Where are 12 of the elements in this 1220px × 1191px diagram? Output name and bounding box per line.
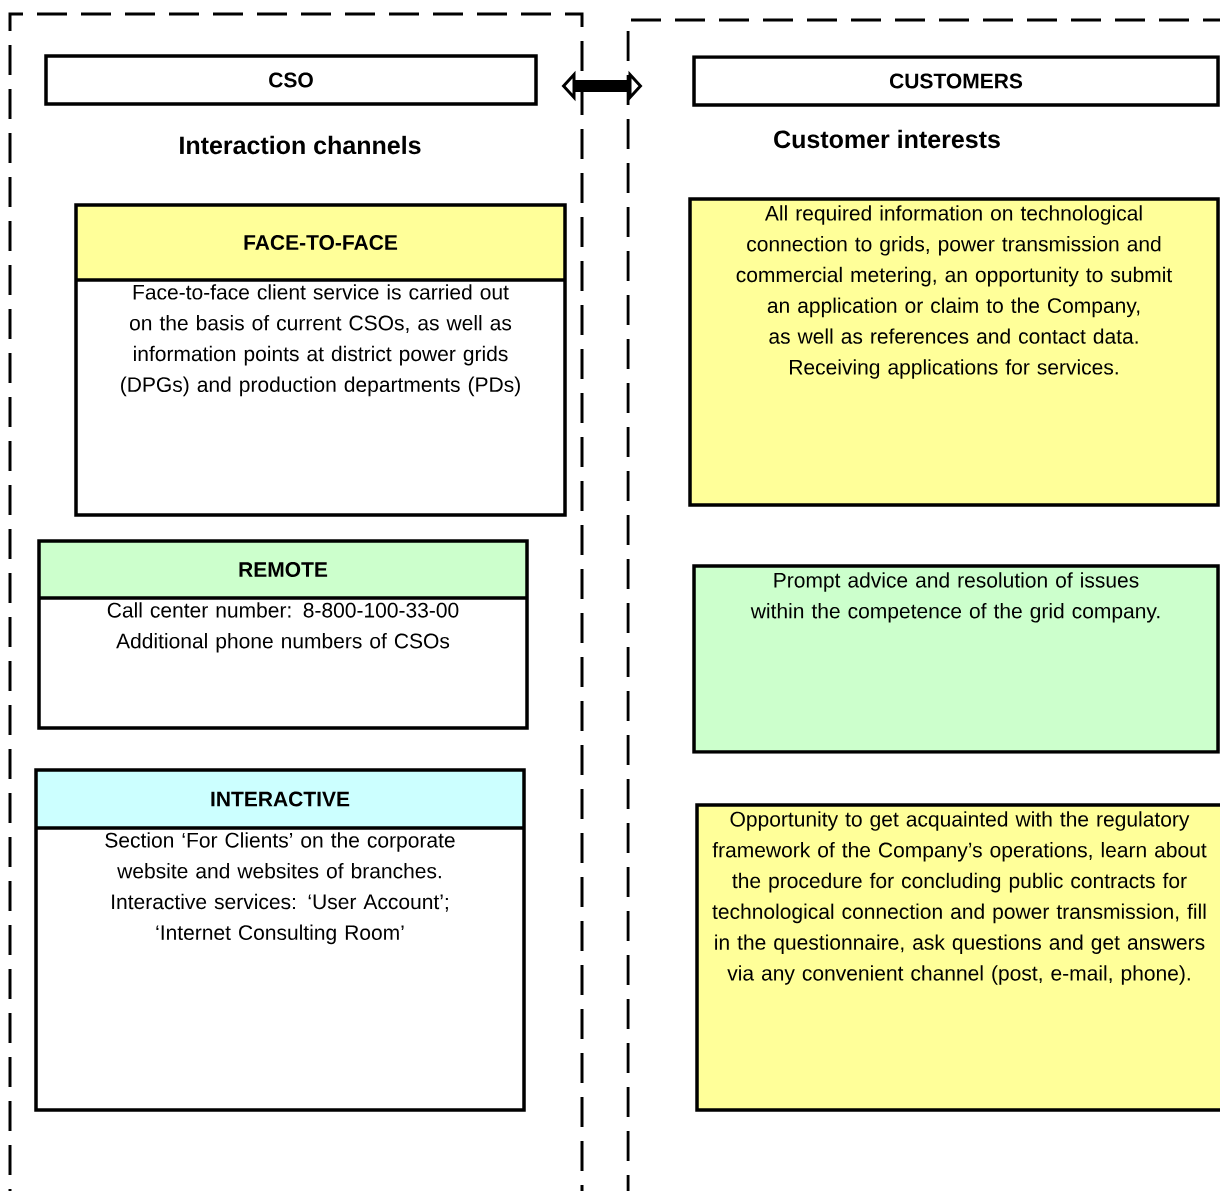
dashed-panel — [626, 18, 1220, 1191]
text-box: Opportunity to get acquainted with the regulatory framework of the Company’s operations, learn about the procedure for concluding public contracts for technological connection and power transmission, fill in the questionnaire, ask questions and get answers via any convenient channel (post, e-mail, phone). — [695, 803, 1220, 1112]
heading: Interaction channels — [180, 135, 421, 155]
text-box: REMOTE Call center number: 8-800-100-33-00 Additional phone numbers of CSOs — [37, 539, 529, 730]
text-box: FACE-TO-FACE Face-to-face client service is carried out on the basis of current CSOs, as well as information points at district power grids (DPGs) and production departments (PDs) — [74, 203, 567, 517]
text-box: All required information on technological connection to grids, power transmission and commercial metering, an opportunity to submit an application or claim to the Company, as well as references and contact data. Receiving applications for services. — [688, 197, 1220, 507]
title-box: CSO — [44, 54, 538, 106]
text-box: INTERACTIVE Section ‘For Clients’ on the corporate website and websites of branches. Interactive services: ‘User Account’; ‘Internet Consulting Room’ — [34, 768, 526, 1112]
text-box: Prompt advice and resolution of issues within the competence of the grid company. — [692, 564, 1220, 754]
title-box: CUSTOMERS — [692, 55, 1220, 107]
dashed-panel — [8, 12, 584, 1191]
heading: Customer interests — [774, 129, 1000, 149]
